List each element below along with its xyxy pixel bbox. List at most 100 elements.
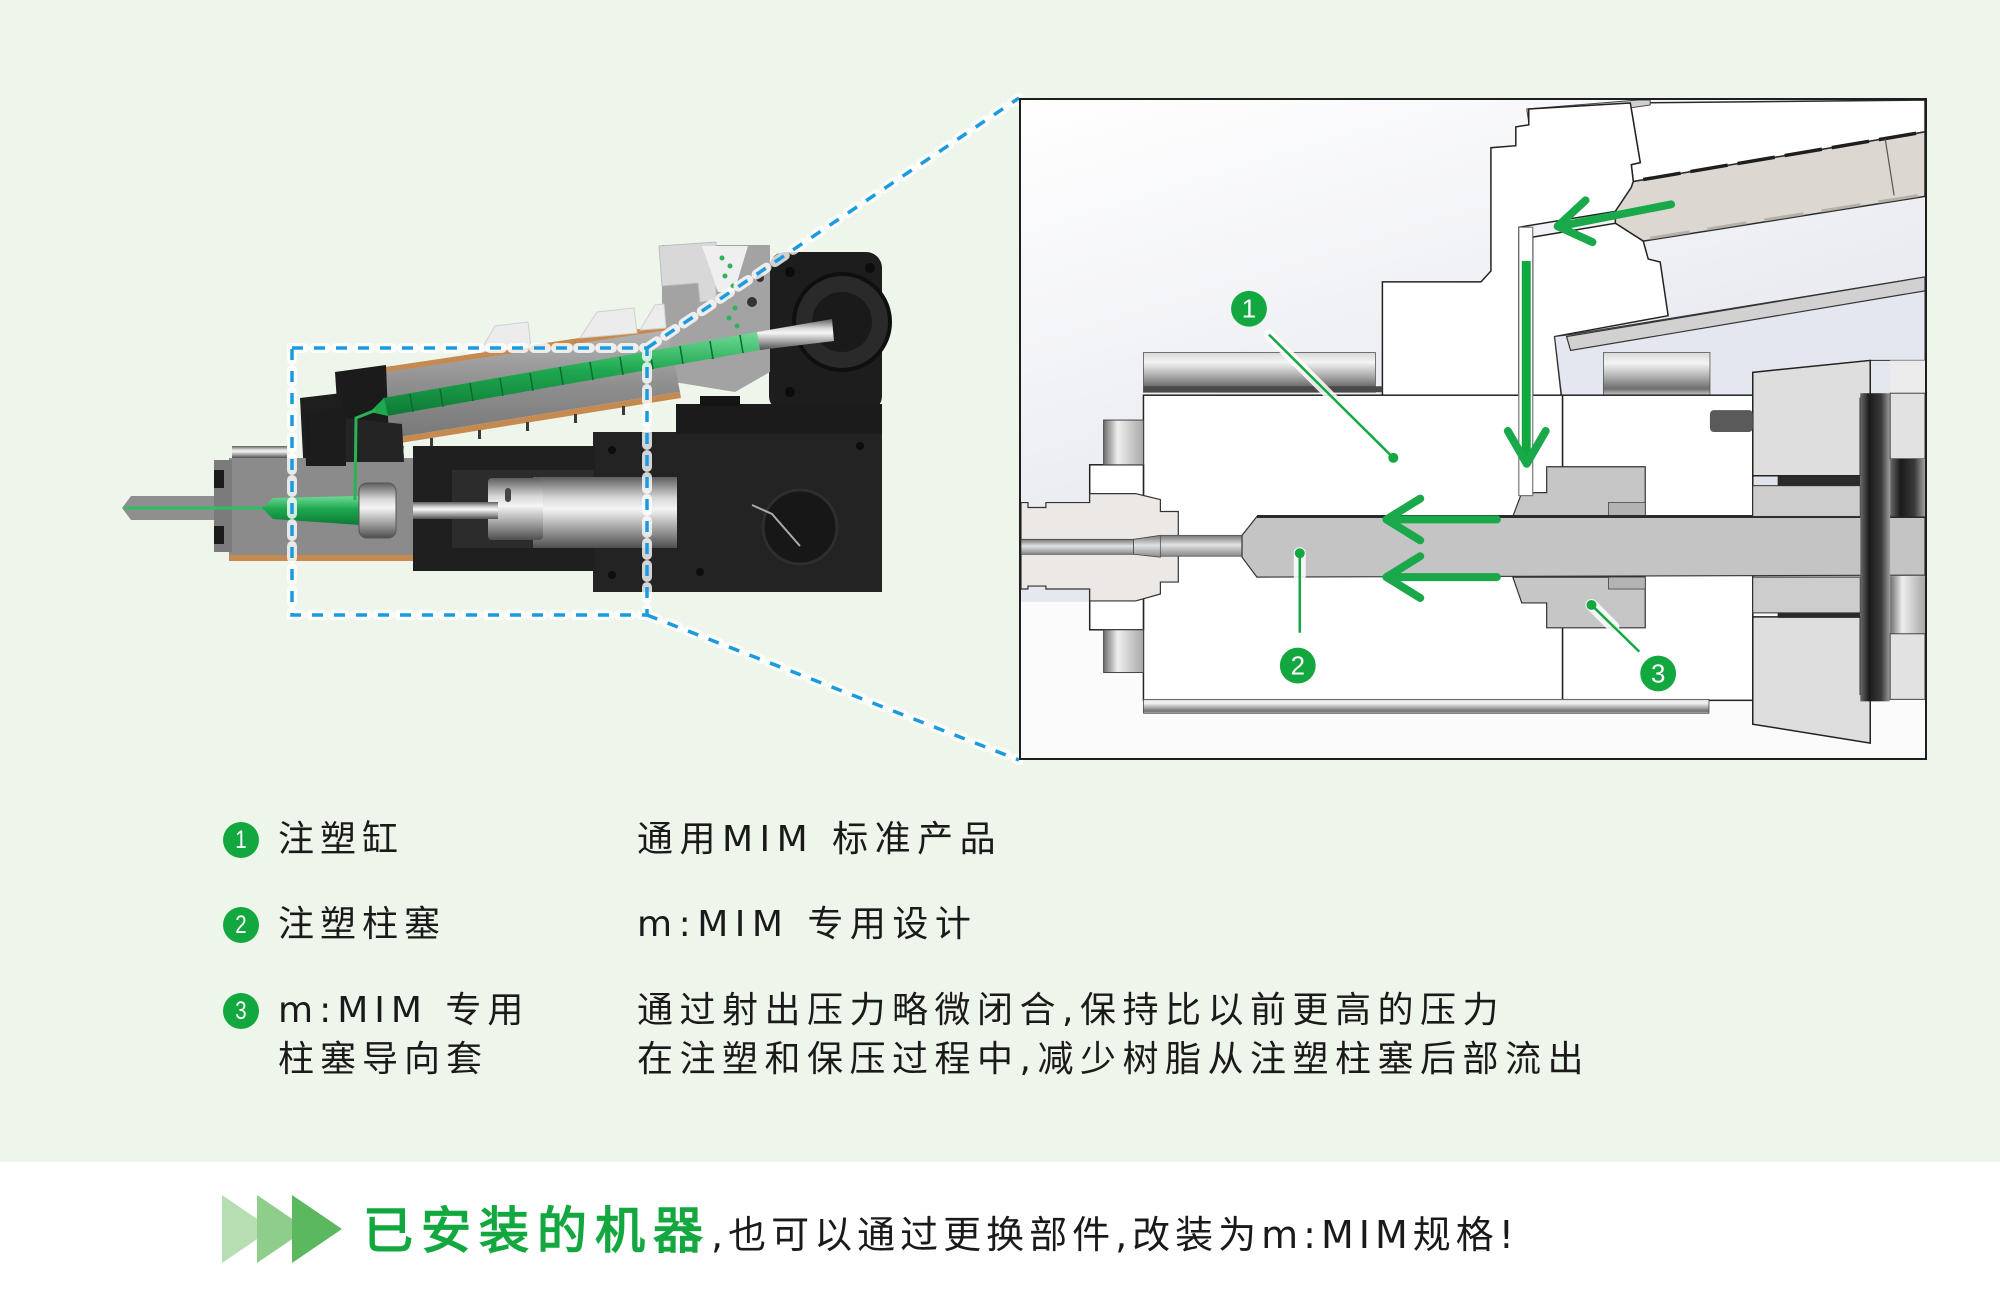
pellet [734, 323, 740, 329]
hopper-cover [658, 241, 717, 303]
coupling-slot [505, 488, 511, 502]
tie-rod-bottom [1143, 698, 1710, 714]
melt-channel-fill [1521, 261, 1531, 460]
injection-unit-overview [122, 93, 1024, 765]
terminal-cover [579, 307, 638, 339]
bolt-hole [785, 267, 795, 277]
flight [469, 382, 474, 402]
tie-rod-upper-left-edge [1143, 386, 1383, 393]
melt-chamber [262, 496, 360, 525]
guide-sleeve-step [1608, 576, 1646, 590]
flight [739, 334, 744, 354]
callout-number: 2 [1291, 653, 1305, 681]
leader-dot [1294, 548, 1305, 559]
flow-arrows [1382, 196, 1676, 602]
legend-part-name: m:MIM 专用 [278, 990, 530, 1031]
collar-upper [1752, 485, 1861, 517]
collar-gap [1777, 612, 1861, 618]
legend-number: 2 [235, 911, 247, 939]
flight [409, 393, 414, 413]
legend-number-badge: 1 [223, 822, 259, 858]
pellet [726, 315, 732, 321]
bolt-hole [747, 297, 757, 307]
plunger-section [1241, 515, 1925, 578]
heater-band [229, 555, 413, 561]
triple-arrow-right-icon [222, 1195, 342, 1263]
legend-number: 1 [235, 826, 247, 854]
zoom-connector [287, 93, 1024, 765]
rear-flange-upper [1752, 359, 1871, 477]
flow-arrow-down-icon [1503, 427, 1550, 468]
callout-1: 1 [1231, 290, 1399, 463]
tie-rod-upper-right [1603, 352, 1711, 396]
zoom-connector-line-top [646, 96, 1020, 350]
bolt-head [214, 526, 224, 544]
terminal-pin [574, 414, 577, 423]
callout-badge [1279, 647, 1316, 684]
plunger-rod [396, 502, 498, 519]
pellet [719, 255, 725, 261]
drive-block-top [1890, 360, 1925, 394]
collar-lower [1752, 576, 1861, 614]
rear-flange-lower [1752, 616, 1871, 744]
feed-barrel-assembly [300, 241, 892, 476]
drive-block-mid-lower [1890, 576, 1925, 634]
terminal-pin [478, 430, 481, 439]
drive-housing-top [676, 404, 882, 434]
flight [529, 372, 534, 392]
locating-pin [1709, 410, 1753, 432]
nozzle-taper [1133, 534, 1161, 558]
guide-sleeve-step [1608, 502, 1646, 517]
screw-flights [409, 334, 744, 413]
bolt-hole [785, 387, 795, 397]
terminal-cover [639, 303, 667, 331]
transfer-melt-channel [353, 408, 377, 501]
bolt-hole [696, 568, 704, 576]
terminal-pin [526, 422, 529, 431]
bolt-hole [608, 571, 616, 579]
arrow-shape-dark [292, 1195, 342, 1263]
flight [679, 345, 684, 365]
heater-band-bottom [362, 392, 681, 449]
leader-dot [1586, 599, 1597, 610]
drive-block-mid [1890, 458, 1925, 517]
arrow-shape-light [222, 1195, 272, 1263]
cylinder-boss-top [1103, 419, 1144, 466]
callout-number: 3 [1651, 661, 1665, 689]
bolt-hole [865, 263, 875, 273]
legend-description: 通用MIM 标准产品 [637, 819, 1003, 860]
flow-arrow-icon [1553, 196, 1676, 247]
flight [559, 366, 564, 386]
legend-part-name: 注塑柱塞 [278, 904, 447, 945]
pellet [732, 305, 738, 311]
transfer-block-side [346, 418, 404, 462]
injection-plunger-assembly [122, 396, 882, 592]
callout-badge [1640, 655, 1677, 692]
screw [383, 332, 760, 416]
flight [709, 340, 714, 360]
sensor-wire [751, 504, 801, 547]
barrel-bottom-edge [1649, 192, 1925, 240]
legend-description: m:MIM 专用设计 [637, 904, 978, 945]
callout-2: 2 [1279, 547, 1316, 684]
legend-part-name-line-2: 柱塞导向套 [278, 1039, 489, 1080]
bottom-banner: 已安装的机器 ,也可以通过更换部件,改装为m:MIM规格! [0, 1162, 2000, 1310]
encoder-cover [761, 488, 839, 566]
flow-arrow-left-icon [1382, 552, 1501, 602]
banner-highlight: 已安装的机器 [363, 1202, 711, 1260]
barrel-joint [1884, 138, 1895, 196]
pellet [722, 273, 728, 279]
banner-text: ,也可以通过更换部件,改装为m:MIM规格! [711, 1213, 1519, 1257]
zoom-connector-line-bottom [646, 613, 1020, 762]
callout-number: 1 [1242, 296, 1256, 324]
flight [589, 361, 594, 381]
detail-section-panel: 1 2 3 [1019, 98, 1927, 760]
drive-block-upper [1889, 392, 1925, 460]
terminal-pin [430, 438, 433, 447]
flight [439, 388, 444, 408]
hopper-block-section [1381, 102, 1642, 401]
heater-band-top [345, 325, 668, 379]
tie-rod [232, 446, 287, 458]
plunger-bore [1159, 534, 1243, 557]
flight [499, 377, 504, 397]
